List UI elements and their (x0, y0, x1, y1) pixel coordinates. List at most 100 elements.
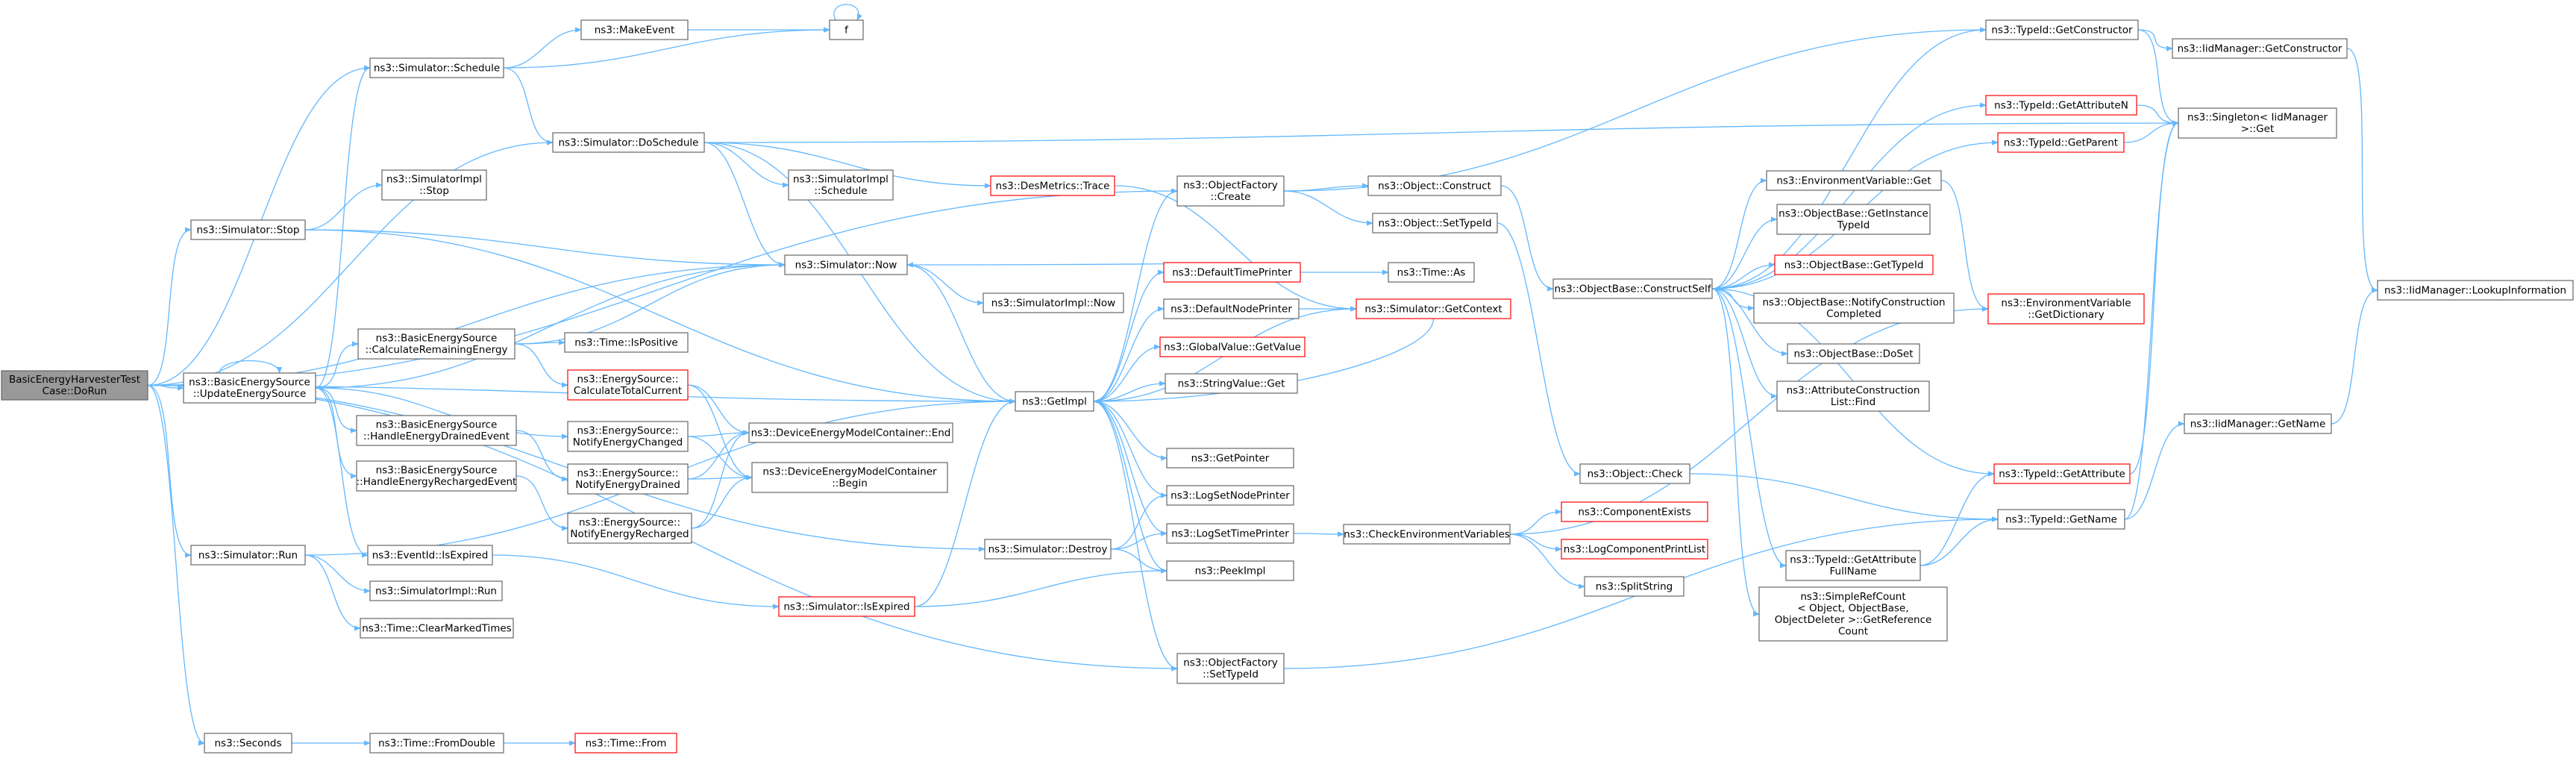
node-typeidgetname[interactable]: ns3::TypeId::GetName (1997, 509, 2125, 530)
node-label: ns3::Simulator::Destroy (988, 543, 1108, 555)
node-box (1987, 293, 2145, 325)
node-envgetdict[interactable]: ns3::EnvironmentVariable::GetDictionary (1987, 293, 2145, 325)
edge-checkenv-to-logcompprint (1509, 533, 1562, 552)
node-notifychanged[interactable]: ns3::EnergySource::NotifyEnergyChanged (567, 421, 689, 452)
node-objconstruct[interactable]: ns3::Object::Construct (1367, 175, 1502, 196)
node-handlerecharged[interactable]: ns3::BasicEnergySource::HandleEnergyRech… (356, 460, 517, 492)
node-checkenv[interactable]: ns3::CheckEnvironmentVariables (1343, 524, 1511, 545)
node-doset[interactable]: ns3::ObjectBase::DoSet (1787, 343, 1920, 364)
node-iidgetname[interactable]: ns3::IidManager::GetName (2184, 413, 2332, 434)
node-makeevent[interactable]: ns3::MakeEvent (580, 19, 689, 40)
node-destroy[interactable]: ns3::Simulator::Destroy (984, 539, 1112, 560)
edge-dosched-to-implsched (703, 142, 789, 188)
node-defaulttimeprinter[interactable]: ns3::DefaultTimePrinter (1163, 262, 1301, 283)
node-label: ns3::Simulator::Run (198, 549, 298, 561)
node-globalvalue[interactable]: ns3::GlobalValue::GetValue (1159, 336, 1306, 357)
node-stop[interactable]: ns3::Simulator::Stop (190, 219, 306, 240)
edge-f-to-f (833, 4, 862, 21)
node-getconstructor[interactable]: ns3::TypeId::GetConstructor (1985, 19, 2139, 40)
node-objsettypeid[interactable]: ns3::Object::SetTypeId (1372, 213, 1498, 234)
node-obgettypeid[interactable]: ns3::ObjectBase::GetTypeId (1774, 254, 1934, 275)
node-now[interactable]: ns3::Simulator::Now (784, 254, 908, 275)
node-label: ns3::GetImpl (1022, 395, 1087, 407)
node-eventidexpired[interactable]: ns3::EventId::IsExpired (367, 545, 493, 566)
node-envget[interactable]: ns3::EnvironmentVariable::Get (1766, 170, 1942, 191)
node-peekimpl[interactable]: ns3::PeekImpl (1166, 560, 1294, 581)
node-clearmarked[interactable]: ns3::Time::ClearMarkedTimes (360, 618, 514, 639)
node-label: NotifyEnergyChanged (573, 436, 683, 448)
node-logcompprint[interactable]: ns3::LogComponentPrintList (1561, 539, 1708, 560)
node-fromdouble[interactable]: ns3::Time::FromDouble (369, 733, 504, 754)
node-logsettime[interactable]: ns3::LogSetTimePrinter (1166, 523, 1294, 544)
node-getattribute[interactable]: ns3::TypeId::GetAttribute (1993, 463, 2131, 484)
node-implsched[interactable]: ns3::SimulatorImpl::Schedule (788, 169, 894, 201)
node-seconds[interactable]: ns3::Seconds (204, 733, 292, 754)
node-f[interactable]: f (829, 19, 864, 40)
node-iidgetconstructor[interactable]: ns3::IidManager::GetConstructor (2172, 38, 2348, 59)
node-box (990, 175, 1115, 196)
node-handledrained[interactable]: ns3::BasicEnergySource::HandleEnergyDrai… (356, 415, 517, 446)
node-timeas[interactable]: ns3::Time::As (1388, 262, 1475, 283)
node-getimpl[interactable]: ns3::GetImpl (1015, 391, 1094, 412)
node-getcontext[interactable]: ns3::Simulator::GetContext (1356, 298, 1511, 319)
node-containerend[interactable]: ns3::DeviceEnergyModelContainer::End (748, 422, 953, 443)
edge-getimpl-to-getpointer (1093, 401, 1168, 461)
edge-simisexpired-to-getimpl (914, 398, 1016, 607)
node-calcremaining[interactable]: ns3::BasicEnergySource::CalculateRemaini… (357, 328, 515, 360)
node-timeispositive[interactable]: ns3::Time::IsPositive (564, 332, 689, 353)
node-box (2184, 413, 2332, 434)
node-defaultnodeprinter[interactable]: ns3::DefaultNodePrinter (1163, 298, 1300, 319)
node-label: ::Schedule (814, 185, 867, 197)
edge-getconstructor-to-iidgetconstructor (2137, 29, 2173, 51)
node-lookupinfo[interactable]: ns3::IidManager::LookupInformation (2377, 280, 2574, 301)
node-settypeid-factory[interactable]: ns3::ObjectFactory::SetTypeId (1176, 653, 1285, 684)
node-label: ns3::DeviceEnergyModelContainer::End (751, 427, 951, 439)
node-constructself[interactable]: ns3::ObjectBase::ConstructSelf (1552, 278, 1713, 299)
node-logsetnode[interactable]: ns3::LogSetNodePrinter (1166, 485, 1294, 506)
node-notifydrained[interactable]: ns3::EnergySource::NotifyEnergyDrained (567, 463, 689, 495)
node-implrun[interactable]: ns3::SimulatorImpl::Run (369, 580, 503, 601)
node-desmetrics[interactable]: ns3::DesMetrics::Trace (990, 175, 1115, 196)
node-updatesource[interactable]: ns3::BasicEnergySource::UpdateEnergySour… (183, 372, 316, 404)
edge-notifychanged-to-containerend (687, 430, 750, 437)
node-label: ::HandleEnergyDrainedEvent (363, 430, 510, 442)
node-box (183, 372, 316, 404)
edge-updatesource-to-sched (315, 65, 371, 389)
node-objfactcreate[interactable]: ns3::ObjectFactory::Create (1176, 175, 1285, 207)
node-box (1166, 523, 1294, 544)
node-box (1343, 524, 1511, 545)
node-simplerefcount[interactable]: ns3::SimpleRefCount< Object, ObjectBase,… (1758, 586, 1948, 642)
node-label: NotifyEnergyRecharged (570, 528, 689, 540)
edge-getattributen-to-singletonget (2136, 104, 2179, 126)
node-getattributen[interactable]: ns3::TypeId::GetAttributeN (1985, 95, 2137, 116)
node-stringvalue[interactable]: ns3::StringValue::Get (1165, 373, 1298, 394)
node-implnow[interactable]: ns3::SimulatorImpl::Now (983, 292, 1124, 313)
node-getparent[interactable]: ns3::TypeId::GetParent (1997, 132, 2125, 153)
node-box (1163, 262, 1301, 283)
node-compexists[interactable]: ns3::ComponentExists (1561, 501, 1708, 522)
node-timefrom[interactable]: ns3::Time::From (574, 733, 677, 754)
node-containerbegin[interactable]: ns3::DeviceEnergyModelContainer::Begin (751, 462, 948, 493)
node-simisexpired[interactable]: ns3::Simulator::IsExpired (778, 596, 915, 617)
node-sched[interactable]: ns3::Simulator::Schedule (369, 57, 504, 78)
node-getpointer[interactable]: ns3::GetPointer (1166, 448, 1294, 469)
node-singletonget[interactable]: ns3::Singleton< IidManager >::Get (2178, 107, 2337, 139)
node-label: < Object, ObjectBase, (1797, 603, 1908, 615)
node-implstop[interactable]: ns3::SimulatorImpl::Stop (381, 169, 487, 201)
node-calctotalcurrent[interactable]: ns3::EnergySource::CalculateTotalCurrent (567, 369, 689, 401)
node-notifyrecharged[interactable]: ns3::EnergySource::NotifyEnergyRecharged (567, 513, 692, 544)
node-dosched[interactable]: ns3::Simulator::DoSchedule (552, 132, 705, 153)
node-notifyconstruction[interactable]: ns3::ObjectBase::NotifyConstructionCompl… (1753, 292, 1955, 324)
edge-handledrained-to-notifydrained (515, 430, 568, 482)
node-objcheck[interactable]: ns3::Object::Check (1579, 463, 1690, 484)
node-label: ns3::SimpleRefCount (1800, 591, 1905, 603)
node-run[interactable]: ns3::Simulator::Run (190, 545, 306, 566)
edge-checkenv-to-compexists (1509, 509, 1562, 535)
node-splitstring[interactable]: ns3::SplitString (1584, 576, 1685, 597)
node-label: ns3::AttributeConstruction (1787, 385, 1920, 397)
node-label: f (844, 24, 849, 36)
